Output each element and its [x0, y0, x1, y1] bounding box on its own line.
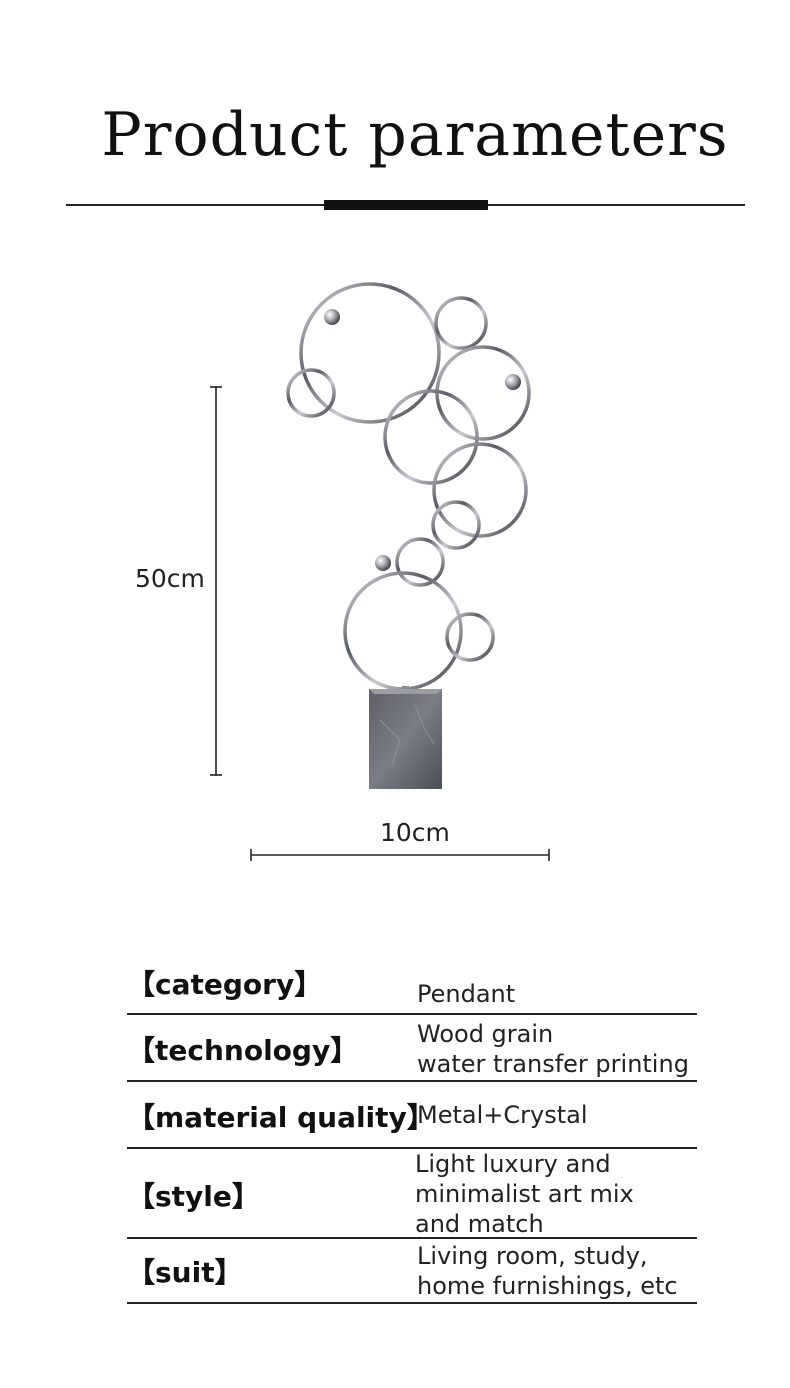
param-key: 【style】 [127, 1180, 260, 1213]
param-row-category: 【category】 Pendant [127, 955, 697, 1015]
param-row-material: 【material quality】 Metal+Crystal [127, 1082, 697, 1149]
param-value: Living room, study, home furnishings, et… [417, 1242, 678, 1300]
height-dimension-line [210, 386, 222, 776]
height-label: 50cm [135, 564, 205, 593]
product-image [210, 282, 550, 861]
param-row-technology: 【technology】 Wood grain water transfer p… [127, 1015, 697, 1082]
page-title: Product parameters [101, 100, 729, 170]
param-row-style: 【style】 Light luxury and minimalist art … [127, 1149, 697, 1239]
param-value: Pendant [417, 980, 516, 1008]
param-value: Wood grain water transfer printing [417, 1020, 689, 1078]
width-label: 10cm [380, 818, 450, 847]
param-key: 【technology】 [127, 1034, 359, 1067]
param-value: Light luxury and minimalist art mix and … [415, 1150, 634, 1238]
param-row-suit: 【suit】 Living room, study, home furnishi… [127, 1239, 697, 1304]
width-dimension-line [250, 849, 550, 861]
title-divider-accent [324, 200, 488, 210]
param-key: 【suit】 [127, 1256, 243, 1289]
param-value: Metal+Crystal [417, 1101, 588, 1129]
param-key: 【material quality】 [127, 1101, 435, 1134]
param-key: 【category】 [127, 968, 323, 1001]
